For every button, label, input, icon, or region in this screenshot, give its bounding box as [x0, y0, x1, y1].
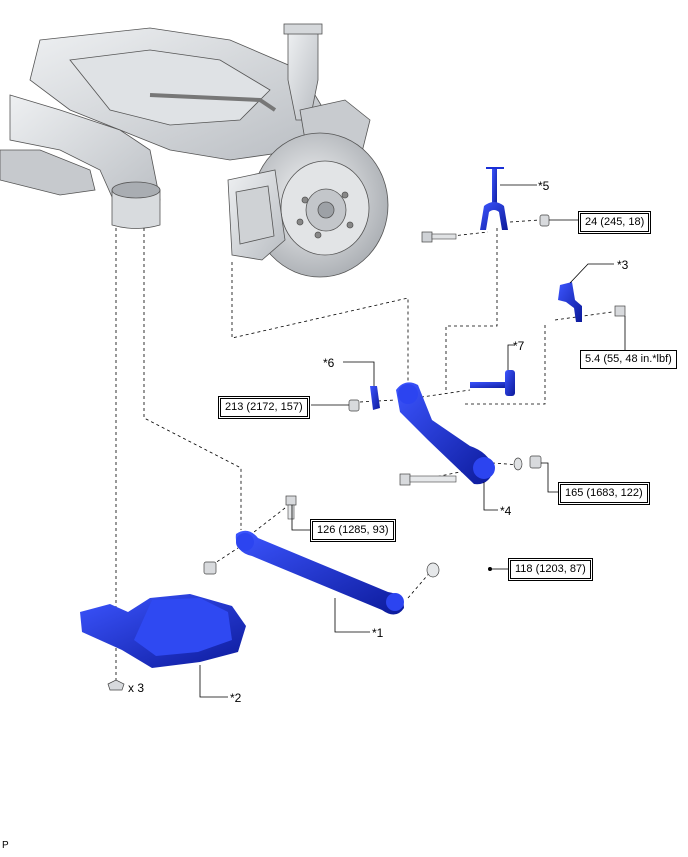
washer-4 [513, 457, 523, 471]
torque-24: 24 (245, 18) [578, 211, 652, 234]
part-5-bracket [480, 167, 508, 230]
torque-5-4-value: 5.4 (55, 48 in.*lbf) [580, 350, 677, 369]
torque-213: 213 (2172, 157) [218, 396, 310, 419]
leader-lines [199, 184, 626, 698]
part-2-cover [80, 594, 246, 668]
nut-5 [539, 214, 550, 227]
torque-24-value: 24 (245, 18) [580, 213, 650, 232]
part-6-cam [370, 386, 380, 410]
part-4-arm [396, 382, 495, 485]
subframe-assembly-illustration [0, 23, 389, 278]
torque-118-value: 118 (1203, 87) [510, 560, 591, 579]
callout-5: *5 [538, 179, 550, 193]
torque-165-value: 165 (1683, 122) [560, 484, 648, 503]
torque-126-value: 126 (1285, 93) [312, 521, 394, 540]
torque-118: 118 (1203, 87) [508, 558, 593, 581]
callout-6: *6 [323, 356, 335, 370]
bolt-3 [614, 305, 626, 317]
callout-2: *2 [230, 691, 242, 705]
callout-4: *4 [500, 504, 512, 518]
callout-7: *7 [513, 339, 525, 353]
torque-126: 126 (1285, 93) [310, 519, 396, 542]
clip-2 [107, 679, 125, 691]
torque-5-4: 5.4 (55, 48 in.*lbf) [580, 350, 677, 369]
torque-leader-dot [488, 567, 492, 571]
part-7-bolt [470, 370, 515, 396]
bolt-1 [285, 495, 297, 520]
nut-1 [203, 561, 217, 575]
bolt-4 [399, 473, 457, 486]
corner-mark: P [2, 840, 9, 851]
callout-3: *3 [617, 258, 629, 272]
nut-4 [529, 455, 542, 469]
callout-1: *1 [372, 626, 384, 640]
washer-1 [426, 562, 440, 578]
part-1-link [235, 530, 404, 615]
bolt-5 [421, 231, 457, 243]
torque-213-value: 213 (2172, 157) [220, 398, 308, 417]
nut-6 [348, 399, 360, 412]
torque-165: 165 (1683, 122) [558, 482, 650, 505]
part-3-bracket [558, 282, 582, 322]
clip-quantity: x 3 [128, 681, 145, 695]
